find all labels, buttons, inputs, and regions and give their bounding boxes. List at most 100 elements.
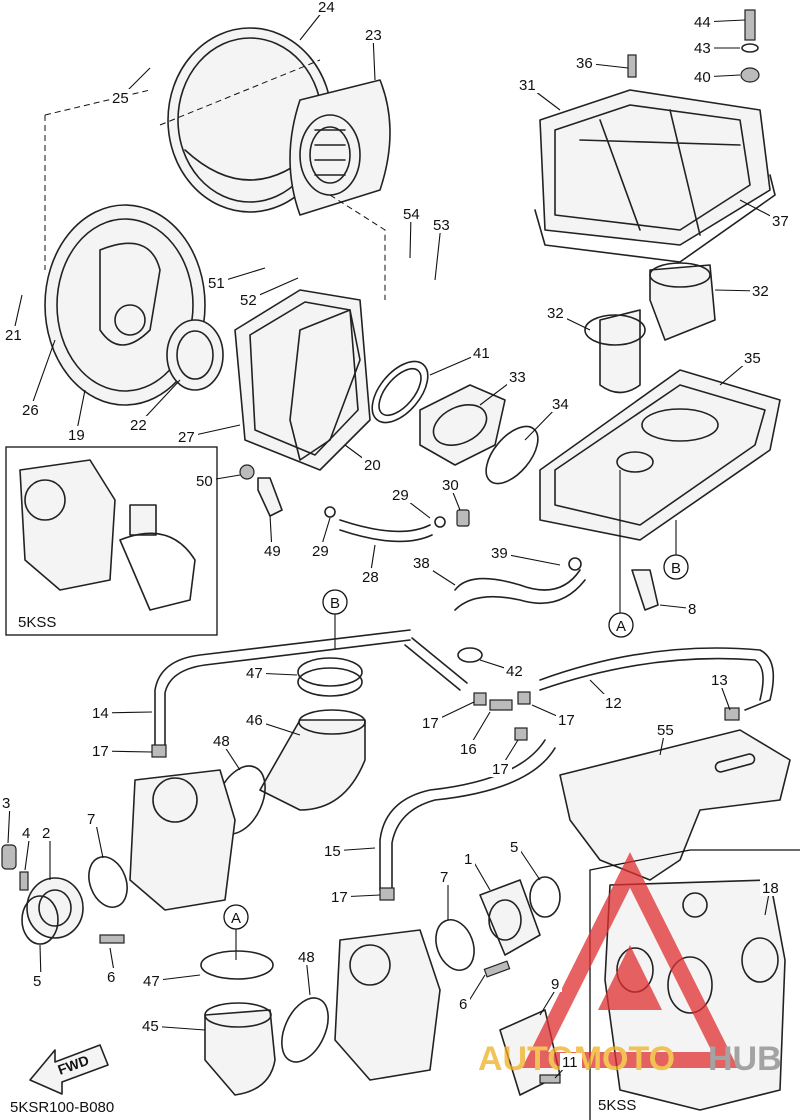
- hose-15: [379, 739, 556, 891]
- part-label-bg: [244, 664, 266, 681]
- hose-12: [539, 647, 775, 711]
- bracket-20: [289, 309, 361, 461]
- joint-17-mid-a: [473, 692, 487, 706]
- part-label-14: 14: [92, 705, 109, 722]
- part-label-44: 44: [694, 14, 711, 31]
- part-label-37: 37: [772, 213, 789, 230]
- part-label-bg: [31, 972, 44, 989]
- part-label-bg: [549, 975, 562, 992]
- screw-36: [627, 54, 637, 78]
- part-label-17: 17: [558, 712, 575, 729]
- part-label-bg: [360, 568, 382, 585]
- air-cleaner-case-26: [44, 204, 206, 406]
- hose-14: [154, 629, 411, 746]
- o-ring-5-right: [529, 876, 561, 918]
- bolt-44: [744, 9, 756, 41]
- joint-45: [204, 1002, 276, 1096]
- ref-circle-A-top: A: [608, 612, 634, 638]
- case-35: [539, 369, 781, 541]
- part-label-47: 47: [246, 665, 263, 682]
- plate-55: [559, 729, 791, 881]
- part-label-bg: [560, 1053, 582, 1070]
- part-label-bg: [176, 428, 198, 445]
- part-label-bg: [85, 810, 98, 827]
- ref-circle-B-mid: B: [322, 589, 348, 615]
- hose-38: [454, 569, 586, 611]
- part-label-bg: [431, 216, 453, 233]
- part-label-5: 5: [33, 973, 41, 990]
- band-34: [485, 425, 539, 485]
- part-label-24: 24: [318, 0, 335, 16]
- part-label-9: 9: [551, 976, 559, 993]
- part-label-bg: [574, 54, 596, 71]
- part-label-6: 6: [107, 969, 115, 986]
- bolt-6-right: [483, 960, 511, 978]
- part-label-bg: [420, 714, 442, 731]
- part-label-4: 4: [22, 825, 30, 842]
- joint-17-mid-c: [514, 727, 528, 741]
- plug-30: [456, 509, 470, 527]
- part-label-bg: [211, 732, 233, 749]
- part-label-32: 32: [547, 305, 564, 322]
- part-label-bg: [517, 76, 539, 93]
- drain-8: [631, 569, 659, 611]
- part-label-bg: [362, 456, 384, 473]
- bracket-49: [257, 477, 283, 517]
- part-label-30: 30: [442, 477, 459, 494]
- part-label-29: 29: [392, 487, 409, 504]
- part-label-21: 21: [5, 327, 22, 344]
- part-label-bg: [262, 542, 284, 559]
- part-label-bg: [742, 349, 764, 366]
- part-label-bg: [438, 868, 451, 885]
- part-label-22: 22: [130, 417, 147, 434]
- leader-line-5: [517, 846, 541, 881]
- part-label-25: 25: [112, 90, 129, 107]
- part-label-5: 5: [510, 839, 518, 856]
- part-label-bg: [296, 948, 318, 965]
- part-label-bg: [316, 0, 338, 15]
- part-label-40: 40: [694, 69, 711, 86]
- part-label-bg: [655, 721, 677, 738]
- part-label-8: 8: [688, 601, 696, 618]
- part-label-1: 1: [464, 851, 472, 868]
- screw-11: [539, 1074, 561, 1084]
- inset-label-bottom-right: 5KSS: [598, 1097, 636, 1114]
- leader-line-53: [434, 224, 442, 281]
- part-label-17: 17: [331, 889, 348, 906]
- clip-29b: [434, 516, 446, 528]
- part-label-34: 34: [552, 396, 569, 413]
- part-label-bg: [238, 291, 260, 308]
- ref-circle-B-top: B: [663, 554, 689, 580]
- part-label-41: 41: [473, 345, 490, 362]
- clip-13: [724, 707, 740, 721]
- part-label-bg: [310, 542, 332, 559]
- carburetor-low: [334, 929, 441, 1081]
- grommet-50: [239, 464, 255, 480]
- part-label-15: 15: [324, 843, 341, 860]
- part-label-bg: [770, 212, 792, 229]
- part-label-bg: [411, 554, 433, 571]
- part-label-bg: [401, 205, 423, 222]
- part-label-48: 48: [298, 949, 315, 966]
- part-label-38: 38: [413, 555, 430, 572]
- part-label-16: 16: [460, 741, 477, 758]
- bolt-6-left: [99, 934, 125, 944]
- part-label-28: 28: [362, 569, 379, 586]
- part-label-17: 17: [92, 743, 109, 760]
- part-label-bg: [141, 972, 163, 989]
- part-label-bg: [20, 824, 33, 841]
- part-label-bg: [244, 711, 266, 728]
- clip-29a: [324, 506, 336, 518]
- part-label-53: 53: [433, 217, 450, 234]
- o-ring-5-left: [21, 895, 59, 945]
- clamp-7-left: [88, 856, 128, 908]
- inset-box-top-left: [5, 446, 218, 636]
- screw-4: [19, 871, 29, 891]
- part-label-26: 26: [22, 402, 39, 419]
- joint-32a: [584, 309, 646, 394]
- watermark-text-right: HUB: [708, 1040, 782, 1078]
- part-label-bg: [490, 760, 512, 777]
- joint-33: [419, 384, 506, 466]
